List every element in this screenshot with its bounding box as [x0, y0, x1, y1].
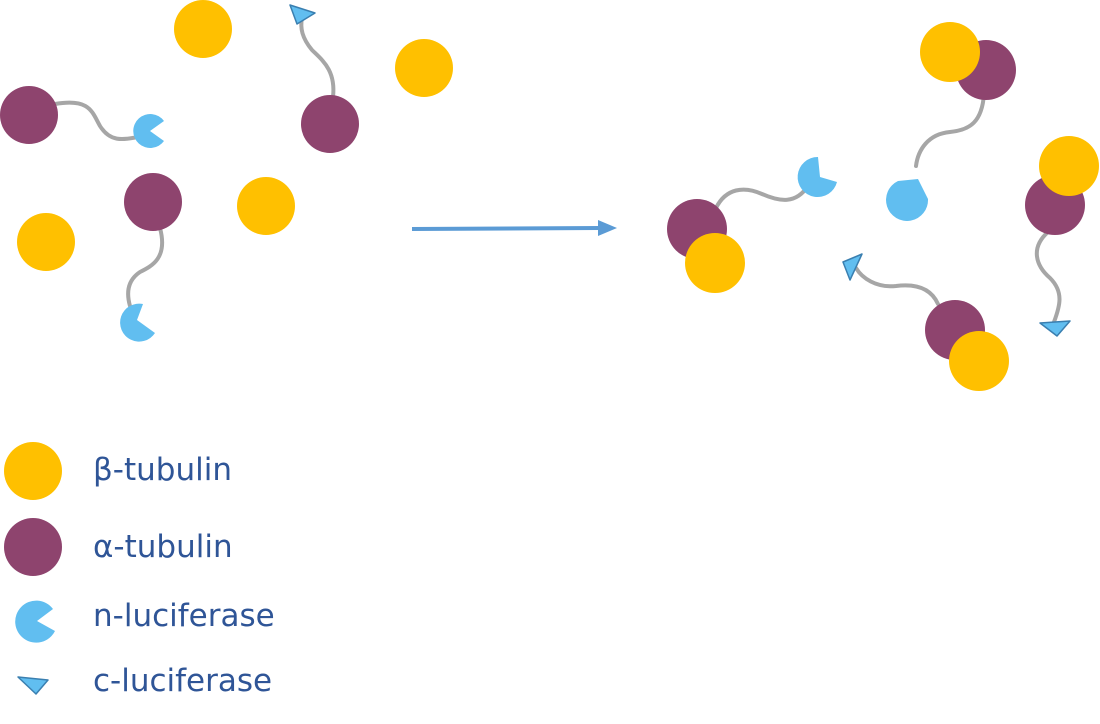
legend-label-c-luciferase: c-luciferase — [93, 663, 272, 699]
c-luciferase-icon — [1039, 320, 1071, 337]
c-luciferase-icon — [842, 253, 863, 281]
legend: β-tubulin α-tubulin n-luciferase c-lucif… — [4, 442, 275, 699]
heterodimer-n-luciferase — [886, 22, 1016, 221]
linker — [914, 92, 986, 168]
legend-item-alpha-tubulin: α-tubulin — [4, 518, 233, 576]
n-luciferase-icon — [120, 303, 155, 342]
linker — [53, 100, 140, 142]
heterodimer-n-luciferase — [667, 156, 837, 293]
legend-label-n-luciferase: n-luciferase — [93, 598, 275, 634]
free-subunits — [0, 0, 453, 342]
heterodimer-c-luciferase — [842, 253, 1009, 391]
linker — [714, 184, 810, 210]
legend-item-beta-tubulin: β-tubulin — [4, 442, 232, 500]
beta-tubulin — [685, 233, 745, 293]
beta-tubulin-free — [237, 177, 295, 235]
beta-tubulin — [920, 22, 980, 82]
beta-tubulin-free — [174, 0, 232, 58]
n-luciferase-icon — [15, 600, 55, 643]
alpha-tubulin-n-luciferase-fusion — [0, 86, 164, 149]
n-luciferase-icon — [797, 156, 837, 197]
linker — [854, 266, 940, 306]
alpha-tubulin — [301, 95, 359, 153]
right-arrow-icon — [411, 226, 601, 231]
alpha-tubulin — [0, 86, 58, 144]
beta-tubulin-icon — [4, 442, 62, 500]
linker — [1035, 230, 1062, 324]
heterodimers — [667, 22, 1099, 391]
legend-label-alpha-tubulin: α-tubulin — [93, 529, 233, 565]
n-luciferase-icon — [886, 179, 929, 221]
alpha-tubulin — [124, 173, 182, 231]
alpha-tubulin-c-luciferase-fusion — [289, 4, 359, 153]
alpha-tubulin-icon — [4, 518, 62, 576]
c-luciferase-icon — [17, 676, 49, 695]
legend-label-beta-tubulin: β-tubulin — [93, 452, 232, 488]
arrowhead — [598, 220, 617, 236]
beta-tubulin — [949, 331, 1009, 391]
heterodimer-c-luciferase — [1025, 136, 1099, 337]
beta-tubulin-free — [17, 213, 75, 271]
n-luciferase-icon — [133, 114, 164, 149]
legend-item-c-luciferase: c-luciferase — [17, 663, 272, 699]
alpha-tubulin-n-luciferase-fusion — [120, 173, 182, 342]
linker — [126, 226, 164, 308]
beta-tubulin — [1039, 136, 1099, 196]
legend-item-n-luciferase: n-luciferase — [15, 598, 275, 643]
reaction-arrow — [411, 220, 617, 236]
linker — [299, 16, 336, 99]
c-luciferase-icon — [289, 4, 316, 25]
beta-tubulin-free — [395, 39, 453, 97]
